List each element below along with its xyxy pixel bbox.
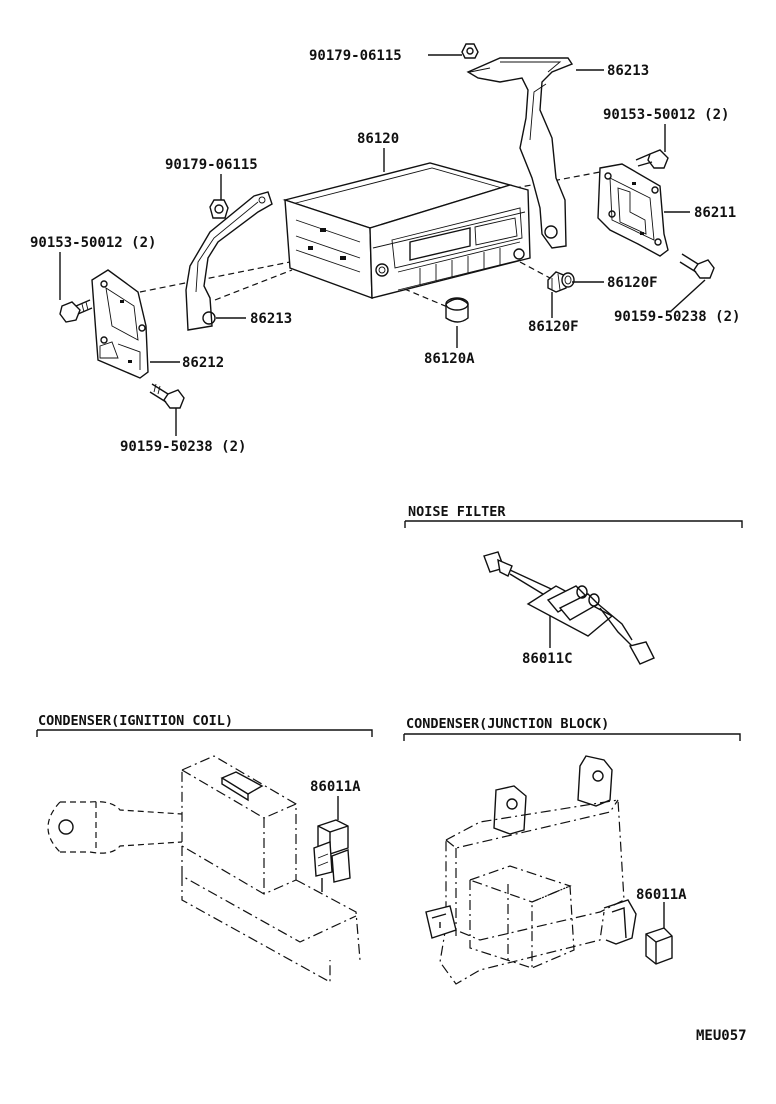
label-knob-center: 86120F [528,319,579,335]
label-bracket-left: 86212 [182,355,224,371]
label-bracket-right: 86211 [694,205,736,221]
noise-filter-part [483,551,655,665]
screw-right-bottom [679,253,715,279]
ignition-coil-part [47,755,361,984]
radio-unit [282,162,531,300]
label-screw-left-top: 90153-50012 (2) [30,235,156,251]
label-knob-right: 86120F [607,275,658,291]
label-screw-right-bottom: 90159-50238 (2) [614,309,740,325]
right-bracket [597,163,669,257]
knob-large [445,297,469,323]
top-clip [461,43,479,59]
radio-assembly [59,43,715,436]
left-stay-bracket [185,191,273,331]
radio-part-labels: 90179-06115 86213 90153-50012 (2) 86120 … [30,48,740,455]
top-right-bracket [466,57,574,249]
knob-small-center [547,271,567,293]
label-clip-top: 90179-06115 [309,48,402,64]
label-noise-filter-part: 86011C [522,651,573,667]
section-title-condenser-ignition: CONDENSER(IGNITION COIL) [38,713,233,729]
left-bracket [91,269,149,379]
screw-left-bottom [149,383,185,409]
noise-filter-section: NOISE FILTER 86011C [404,504,743,667]
label-knob-large: 86120A [424,351,475,367]
section-title-noise-filter: NOISE FILTER [408,504,506,520]
section-title-condenser-junction: CONDENSER(JUNCTION BLOCK) [406,716,609,732]
label-bracket-top-right: 86213 [607,63,649,79]
junction-condenser-part [645,927,673,965]
label-screw-right-top: 90153-50012 (2) [603,107,729,123]
figure-code: MEU057 [696,1028,747,1044]
label-condenser-junction-part: 86011A [636,887,687,903]
condenser-junction-section: CONDENSER(JUNCTION BLOCK) [403,716,741,985]
label-bracket-left-stay: 86213 [250,311,292,327]
ignition-condenser-part [313,819,351,892]
label-clip-left: 90179-06115 [165,157,258,173]
radio-buttons [419,248,501,285]
label-screw-left-bottom: 90159-50238 (2) [120,439,246,455]
condenser-ignition-section: CONDENSER(IGNITION COIL) [36,713,373,984]
junction-block-part [425,755,637,985]
label-condenser-ignition-part: 86011A [310,779,361,795]
screw-left-top [59,299,93,323]
label-radio: 86120 [357,131,399,147]
leader-lines-radio [59,54,706,436]
alignment-lines [139,171,601,309]
left-clip [209,199,229,219]
knob-small-right [561,272,575,288]
screw-right-top [635,149,669,169]
